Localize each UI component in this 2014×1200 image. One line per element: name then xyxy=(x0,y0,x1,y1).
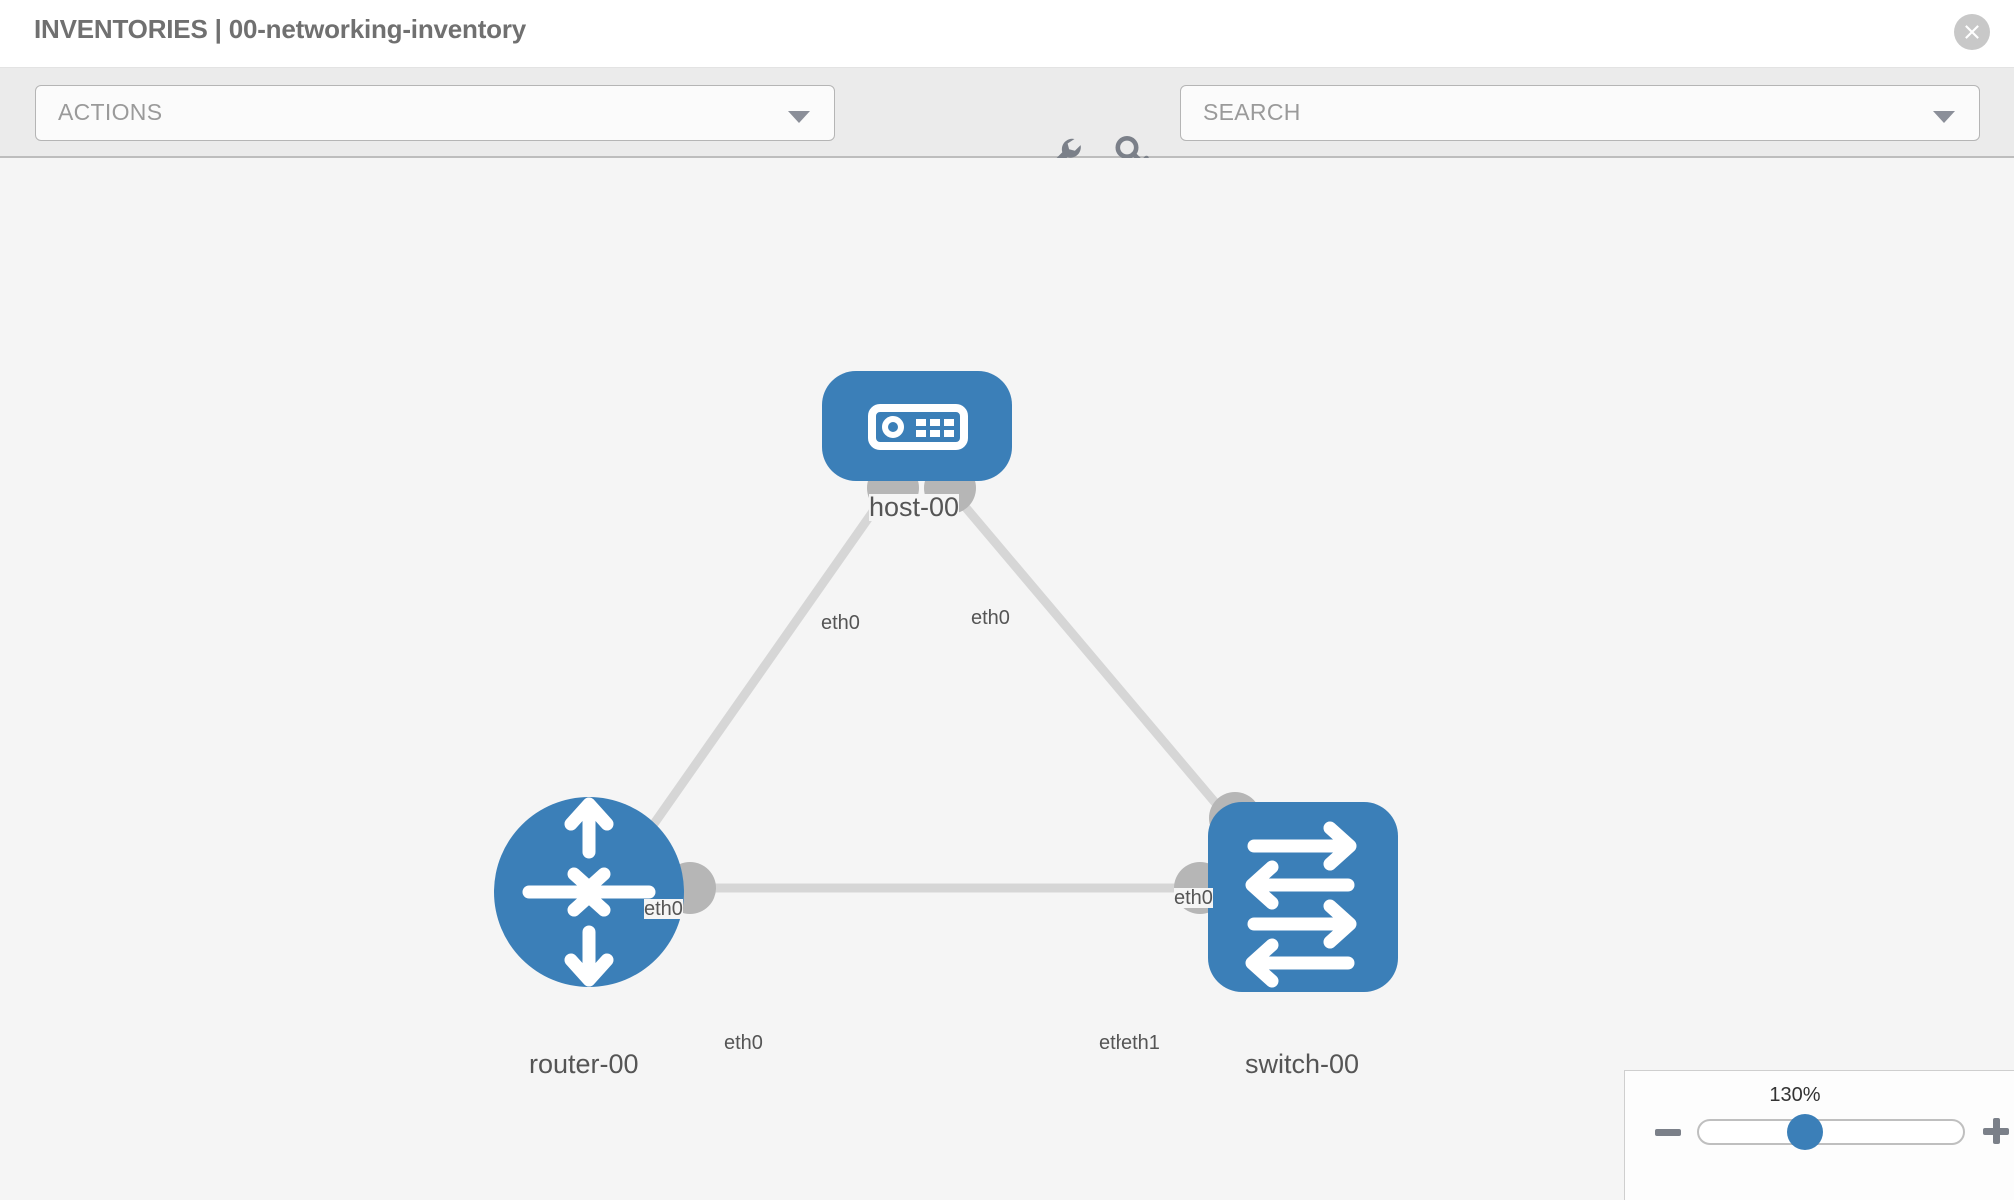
port-label-switch-top: eth0 xyxy=(1174,887,1213,909)
page-header: INVENTORIES | 00-networking-inventory xyxy=(0,0,2014,68)
port-label-host-right: eth0 xyxy=(971,607,1010,629)
node-label-router-00: router-00 xyxy=(529,1049,639,1079)
topology-edges xyxy=(626,480,1266,893)
close-icon[interactable] xyxy=(1954,14,1990,50)
zoom-control-panel: 130% xyxy=(1624,1070,2014,1200)
zoom-in-button[interactable] xyxy=(1983,1118,2009,1144)
server-icon xyxy=(868,404,968,450)
chevron-down-icon[interactable] xyxy=(1933,111,1955,123)
actions-dropdown[interactable]: ACTIONS xyxy=(35,85,835,141)
edge-host-switch xyxy=(941,480,1266,861)
port-label-switch-left: eth1 xyxy=(1121,1032,1160,1054)
search-placeholder: SEARCH xyxy=(1203,99,1301,125)
toolbar: ACTIONS SEARCH xyxy=(0,68,2014,171)
switch-arrows-icon xyxy=(1245,821,1357,988)
chevron-down-icon xyxy=(788,111,810,123)
node-switch-00 xyxy=(1208,802,1398,992)
zoom-out-button[interactable] xyxy=(1655,1129,1681,1136)
actions-dropdown-label: ACTIONS xyxy=(58,99,163,125)
port-label-router-right: eth0 xyxy=(724,1032,763,1054)
port-label-router-top: eth0 xyxy=(644,898,683,920)
zoom-slider-handle[interactable] xyxy=(1787,1114,1823,1150)
topology-canvas[interactable]: eth0 eth0 eth0 eth0 eth0 eth0 eth1 host-… xyxy=(0,158,2014,1200)
search-input[interactable]: SEARCH xyxy=(1180,85,1980,141)
router-arrows-icon xyxy=(522,797,656,987)
page-title: INVENTORIES | 00-networking-inventory xyxy=(34,14,527,44)
port-label-host-left: eth0 xyxy=(821,612,860,634)
zoom-slider[interactable] xyxy=(1697,1119,1965,1145)
node-label-switch-00: switch-00 xyxy=(1245,1049,1360,1079)
edge-host-router xyxy=(626,480,897,861)
node-host-00 xyxy=(822,371,1012,481)
node-label-host-00: host-00 xyxy=(869,492,960,522)
node-router-00 xyxy=(494,797,684,987)
zoom-level-label: 130% xyxy=(1769,1084,1821,1106)
